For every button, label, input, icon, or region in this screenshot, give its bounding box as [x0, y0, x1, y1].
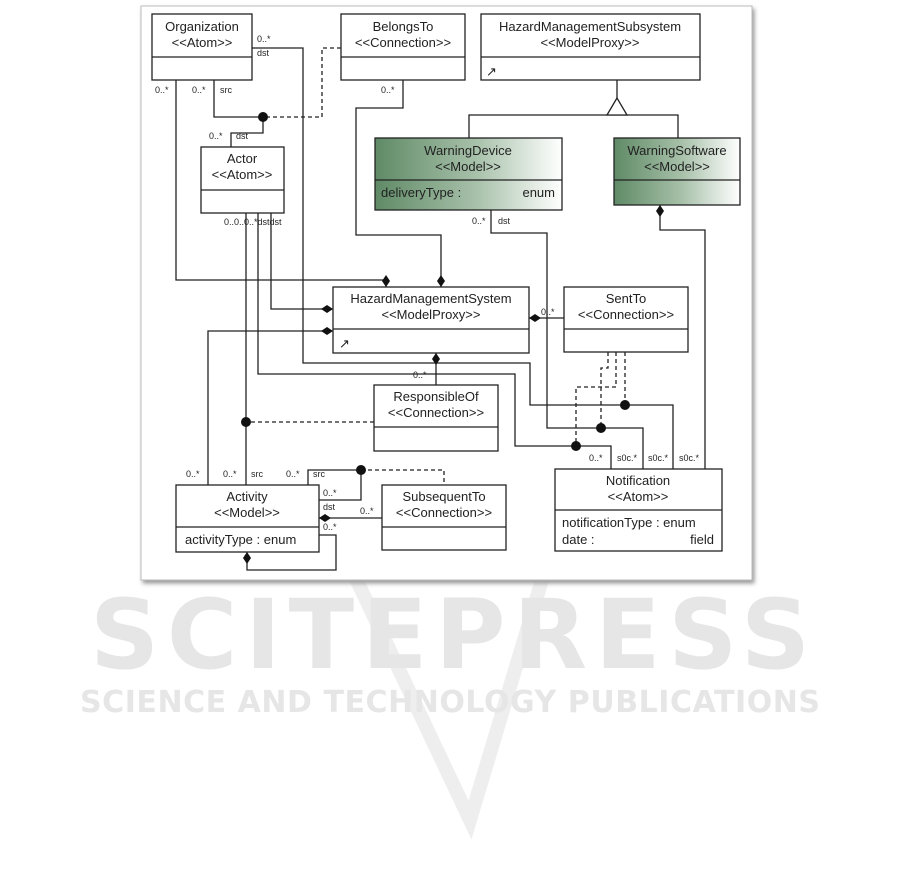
- class-stereotype: <<ModelProxy>>: [381, 307, 480, 322]
- multiplicity-label: 0..*: [286, 469, 300, 479]
- class-stereotype: <<Atom>>: [608, 489, 669, 504]
- attribute-type: enum: [522, 185, 555, 200]
- class-name: BelongsTo: [373, 19, 434, 34]
- class-name: Organization: [165, 19, 239, 34]
- class-sent-to[interactable]: SentTo <<Connection>>: [563, 286, 689, 353]
- proxy-link-icon: ↗: [339, 336, 350, 351]
- class-responsible-of[interactable]: ResponsibleOf <<Connection>>: [373, 384, 499, 452]
- watermark-title: SCITEPRESS: [90, 579, 810, 691]
- multiplicity-label: 0..*: [209, 131, 223, 141]
- role-label: src: [313, 469, 325, 479]
- class-activity[interactable]: Activity <<Model>> activityType : enum: [175, 484, 320, 553]
- class-warning-device[interactable]: WarningDevice <<Model>> deliveryType : e…: [374, 137, 563, 211]
- role-label: dst: [323, 502, 336, 512]
- class-stereotype: <<Connection>>: [388, 405, 484, 420]
- role-label: s0c.*: [648, 453, 669, 463]
- class-stereotype: <<Atom>>: [212, 167, 273, 182]
- watermark: SCITEPRESS SCIENCE AND TECHNOLOGY PUBLIC…: [80, 432, 820, 840]
- class-stereotype: <<Connection>>: [396, 505, 492, 520]
- class-stereotype: <<Connection>>: [578, 307, 674, 322]
- class-stereotype: <<ModelProxy>>: [540, 35, 639, 50]
- multiplicity-label: 0..0..0..*dstdst: [224, 217, 282, 227]
- role-label: dst: [498, 216, 511, 226]
- attribute-type: field: [690, 532, 714, 547]
- multiplicity-label: 0..*: [381, 85, 395, 95]
- multiplicity-label: 0..*: [186, 469, 200, 479]
- class-warning-software[interactable]: WarningSoftware <<Model>>: [613, 137, 741, 206]
- class-notification[interactable]: Notification <<Atom>> notificationType :…: [554, 468, 723, 552]
- proxy-link-icon: ↗: [486, 64, 497, 79]
- multiplicity-label: 0..*: [589, 453, 603, 463]
- watermark-subtitle: SCIENCE AND TECHNOLOGY PUBLICATIONS: [80, 685, 820, 720]
- multiplicity-label: 0..*: [223, 469, 237, 479]
- multiplicity-label: 0..*: [360, 506, 374, 516]
- role-label: src: [251, 469, 263, 479]
- class-name: WarningSoftware: [627, 143, 726, 158]
- role-label: s0c.*: [679, 453, 700, 463]
- multiplicity-label: 0..*: [257, 34, 271, 44]
- class-name: SentTo: [606, 291, 646, 306]
- multiplicity-label: 0..*: [155, 85, 169, 95]
- class-name: HazardManagementSubsystem: [499, 19, 681, 34]
- association-labels: 0..* dst 0..* 0..* src 0..* 0..* dst 0..…: [155, 34, 700, 532]
- role-label: dst: [236, 131, 249, 141]
- class-subsequent-to[interactable]: SubsequentTo <<Connection>>: [381, 484, 507, 551]
- multiplicity-label: 0..*: [323, 522, 337, 532]
- role-label: dst: [257, 48, 270, 58]
- class-stereotype: <<Model>>: [435, 159, 501, 174]
- class-actor[interactable]: Actor <<Atom>>: [200, 146, 285, 214]
- class-stereotype: <<Atom>>: [172, 35, 233, 50]
- class-hazard-management-system[interactable]: HazardManagementSystem <<ModelProxy>> ↗: [332, 286, 530, 354]
- attribute-name: date :: [562, 532, 595, 547]
- multiplicity-label: 0..*: [192, 85, 206, 95]
- attribute: notificationType : enum: [562, 515, 696, 530]
- class-name: SubsequentTo: [402, 489, 485, 504]
- multiplicity-label: 0..*: [541, 307, 555, 317]
- multiplicity-label: 0..*: [413, 370, 427, 380]
- attribute: activityType : enum: [185, 532, 296, 547]
- class-name: Activity: [226, 489, 268, 504]
- multiplicity-label: 0..*: [323, 488, 337, 498]
- role-label: src: [220, 85, 232, 95]
- class-name: ResponsibleOf: [393, 389, 479, 404]
- class-name: WarningDevice: [424, 143, 512, 158]
- class-name: HazardManagementSystem: [350, 291, 511, 306]
- class-stereotype: <<Connection>>: [355, 35, 451, 50]
- class-stereotype: <<Model>>: [644, 159, 710, 174]
- class-name: Actor: [227, 151, 258, 166]
- multiplicity-label: 0..*: [472, 216, 486, 226]
- class-organization[interactable]: Organization <<Atom>>: [151, 13, 253, 81]
- connectors: [175, 47, 706, 571]
- attribute-name: deliveryType :: [381, 185, 461, 200]
- class-name: Notification: [606, 473, 670, 488]
- class-belongs-to[interactable]: BelongsTo <<Connection>>: [340, 13, 466, 81]
- class-hazard-management-subsystem[interactable]: HazardManagementSubsystem <<ModelProxy>>…: [480, 13, 701, 81]
- class-stereotype: <<Model>>: [214, 505, 280, 520]
- role-label: s0c.*: [617, 453, 638, 463]
